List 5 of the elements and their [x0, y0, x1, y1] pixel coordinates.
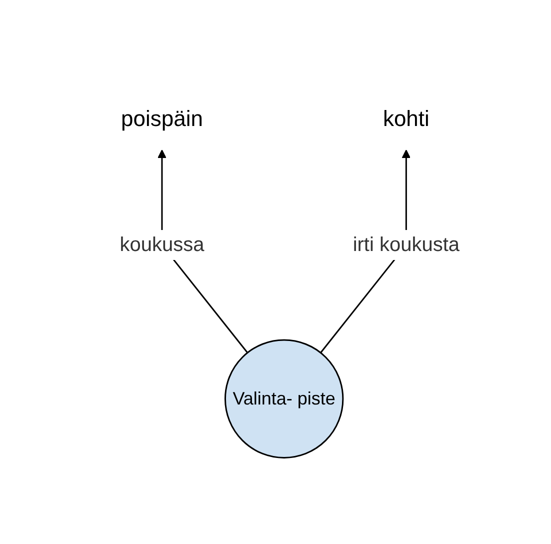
edge-label: koukussa [120, 234, 204, 256]
node-circle: Valinta- piste [224, 338, 344, 458]
edge-label: irti koukusta [353, 234, 460, 256]
node-text: kohti [383, 106, 430, 131]
node-text: poispäin [121, 106, 204, 131]
